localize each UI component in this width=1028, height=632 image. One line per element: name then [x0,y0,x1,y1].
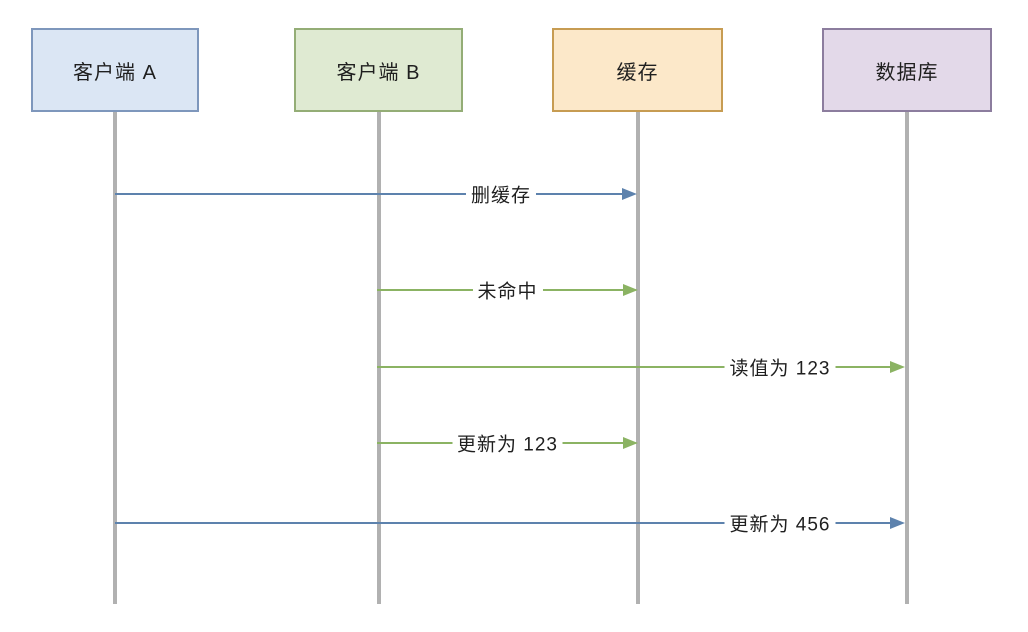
arrow-line [115,522,894,524]
message-label: 删缓存 [465,180,537,208]
actor-box-client-b: 客户端 B [294,28,463,112]
actor-box-client-a: 客户端 A [31,28,199,112]
actor-box-database: 数据库 [822,28,992,112]
message-update-cache-123: 更新为 123 [377,428,638,458]
arrowhead-icon [890,361,905,373]
message-update-db-456: 更新为 456 [115,508,905,538]
message-read-value-123: 读值为 123 [377,352,905,382]
arrowhead-icon [890,517,905,529]
message-cache-miss: 未命中 [377,275,638,305]
message-label: 未命中 [472,276,543,304]
actor-label-client-b: 客户端 B [336,61,421,84]
lifeline-database [905,112,909,604]
lifeline-client-b [377,112,381,604]
actor-label-cache: 缓存 [616,61,659,84]
message-delete-cache: 删缓存 [115,179,637,209]
arrowhead-icon [622,188,637,200]
actor-label-database: 数据库 [875,61,939,84]
lifeline-cache [636,112,640,604]
arrowhead-icon [623,284,638,296]
actor-box-cache: 缓存 [552,28,723,112]
actor-label-client-a: 客户端 A [73,61,157,84]
arrowhead-icon [623,437,638,449]
lifeline-client-a [113,112,117,604]
message-label: 更新为 456 [724,509,836,537]
arrow-line [115,193,626,195]
message-label: 读值为 123 [724,353,836,381]
arrow-line [377,366,894,368]
message-label: 更新为 123 [452,429,563,457]
